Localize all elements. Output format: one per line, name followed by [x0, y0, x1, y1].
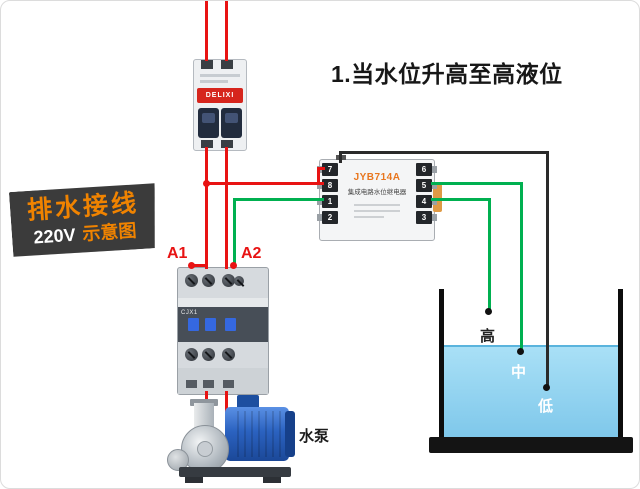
- contactor-terminal-screw: [185, 274, 198, 287]
- contactor-bottom: [178, 368, 268, 394]
- wire-supply-live: [205, 1, 208, 61]
- wire-relay-to-mid-probe-h: [431, 182, 522, 185]
- tank-left-wall: [439, 289, 444, 441]
- pump-inlet-pipe: [194, 403, 214, 429]
- probe-label-high: 高: [480, 328, 496, 345]
- breaker-toggle-left: [198, 108, 219, 138]
- probe-tip-low: [543, 384, 550, 391]
- pump-base: [179, 467, 291, 477]
- wire-relay-jumper-stub: [317, 167, 325, 170]
- contactor-terminal-screw: [222, 274, 235, 287]
- wire-relay-to-high-probe-h: [431, 198, 490, 201]
- ac-contactor: CJX1: [177, 267, 269, 395]
- tank-water: [444, 345, 618, 443]
- relay-terminal-4: 4: [416, 195, 437, 208]
- wire-relay-jumper-7-8: [317, 167, 320, 185]
- contactor-terminal-screw: [222, 348, 235, 361]
- relay-name-label: 集成电路水位继电器: [347, 189, 407, 196]
- probe-tip-mid: [517, 348, 524, 355]
- contactor-model-label: CJX1: [181, 310, 198, 316]
- pump-volute-cap: [197, 441, 213, 457]
- pump-motor: [225, 407, 289, 461]
- wire-a1-stub: [190, 264, 207, 267]
- wire-relay-top-riser: [339, 151, 342, 163]
- breaker-bottom-terminal-right: [221, 140, 233, 148]
- relay-model-label: JYB714A: [353, 172, 401, 183]
- relay-terminal-3: 3: [416, 211, 437, 224]
- contactor-terminal-screw: [202, 348, 215, 361]
- junction-dot-a1: [188, 262, 195, 269]
- page-title: 1.当水位升高至高液位: [331, 61, 563, 87]
- circuit-breaker: DELIXI: [193, 59, 247, 151]
- contactor-bottom-terminal: [203, 380, 214, 388]
- pump-outlet-flange: [167, 449, 189, 471]
- wire-breaker-to-contactor-left: [205, 147, 208, 269]
- wire-to-relay-terminal-8: [205, 182, 324, 185]
- wire-contactor-to-pump-right: [225, 391, 228, 415]
- contactor-a1-label: A1: [167, 245, 188, 262]
- junction-dot-a2: [230, 262, 237, 269]
- pump-foot: [185, 477, 203, 483]
- probe-tip-high: [485, 308, 492, 315]
- contactor-center-band: CJX1: [178, 307, 268, 342]
- contactor-terminal-screw: [202, 274, 215, 287]
- pump-junction-box: [237, 395, 259, 409]
- tank-base: [429, 437, 633, 453]
- pump-foot: [263, 477, 281, 483]
- contactor-bottom-terminal: [186, 380, 197, 388]
- breaker-toggle-notch: [225, 113, 238, 123]
- wire-to-a2-coil: [233, 198, 236, 267]
- breaker-terminal-left: [201, 60, 213, 69]
- breaker-terminal-right: [221, 60, 233, 69]
- water-level-relay: 7 8 1 2 6 5 4 3 JYB714A 集成电路水位继电器: [317, 155, 442, 241]
- contactor-coil-terminal-screw: [234, 276, 244, 286]
- relay-print-line: [354, 210, 400, 212]
- probe-label-mid: 中: [511, 364, 527, 381]
- relay-terminal-2: 2: [317, 211, 338, 224]
- pump-inlet-flange: [190, 399, 218, 406]
- relay-terminal-5: 5: [416, 179, 437, 192]
- wire-high-probe-drop: [488, 198, 491, 312]
- breaker-print-line: [200, 80, 228, 83]
- breaker-toggle-notch: [202, 113, 215, 123]
- relay-print-line: [354, 204, 400, 206]
- contactor-contact-window: [188, 318, 199, 331]
- relay-terminal-6: 6: [416, 163, 437, 176]
- relay-print-line: [354, 216, 384, 218]
- contactor-bottom-terminal: [223, 380, 234, 388]
- breaker-brand-label: DELIXI: [197, 88, 243, 103]
- pump-label: 水泵: [299, 428, 330, 445]
- wire-mid-probe-drop: [520, 182, 523, 352]
- breaker-bottom-terminal-left: [201, 140, 213, 148]
- tank-right-wall: [618, 289, 623, 441]
- contactor-contact-window: [225, 318, 236, 331]
- wire-breaker-to-contactor-right: [225, 147, 228, 269]
- wire-relay-terminal-1-out: [233, 198, 324, 201]
- contactor-divider: [178, 298, 268, 307]
- wire-low-probe-drop: [546, 151, 549, 388]
- badge-voltage: 220V: [32, 224, 77, 248]
- junction-dot-live-branch: [203, 180, 210, 187]
- probe-label-low: 低: [538, 398, 554, 415]
- breaker-print-line: [200, 74, 240, 77]
- contactor-terminal-screw: [185, 348, 198, 361]
- contactor-a2-label: A2: [241, 245, 262, 262]
- badge-schematic: 示意图: [81, 220, 138, 245]
- relay-terminal-1: 1: [317, 195, 338, 208]
- breaker-toggle-right: [221, 108, 242, 138]
- wire-supply-neutral: [225, 1, 228, 61]
- contactor-contact-window: [205, 318, 216, 331]
- wire-to-low-probe-h: [339, 151, 549, 154]
- pump-motor-fins: [237, 411, 285, 457]
- relay-terminal-8: 8: [317, 179, 338, 192]
- pump-motor-endbell: [285, 411, 295, 457]
